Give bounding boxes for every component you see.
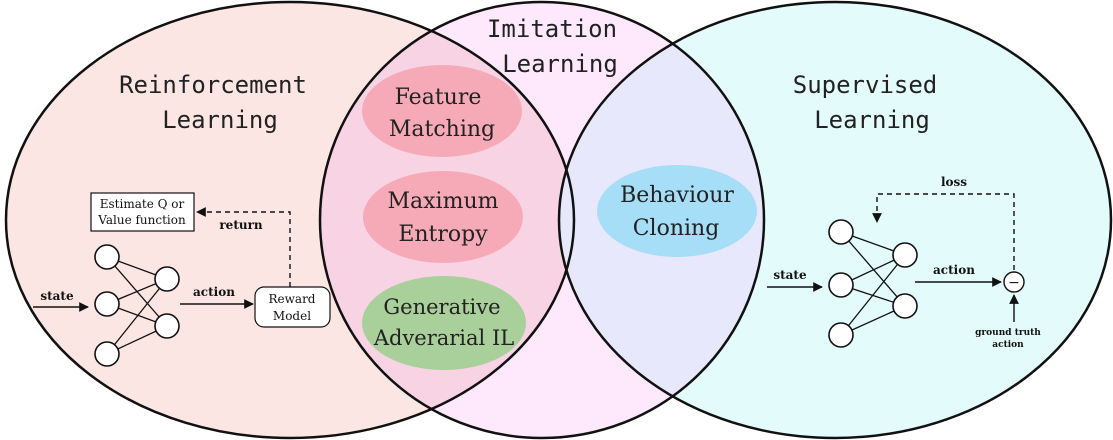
generative-adversarial-il-blob: [362, 276, 526, 370]
sl-state-label: state: [773, 268, 807, 282]
il-title-line1: Imitation: [487, 15, 617, 43]
il-sl-overlap: [559, 2, 764, 438]
estimate-line1: Estimate Q or: [100, 197, 185, 211]
behaviour-cloning-line1: Behaviour: [620, 183, 734, 208]
sl-title-line1: Supervised: [793, 71, 938, 99]
return-arrow: [196, 207, 291, 287]
rl-network-diagram: Estimate Q or Value function return stat…: [33, 192, 331, 367]
rl-input-node: [94, 341, 120, 367]
rl-title-line2: Learning: [162, 106, 278, 134]
sl-input-node: [828, 272, 854, 298]
behaviour-cloning-blob: [597, 165, 757, 257]
reward-line2: Model: [273, 309, 311, 323]
rl-state-label: state: [40, 289, 74, 303]
estimate-line2: Value function: [97, 213, 186, 227]
ground-truth-line2: action: [992, 340, 1024, 350]
sl-network-diagram: loss state action − ground truth action: [767, 175, 1041, 350]
loss-arrow: [872, 193, 1015, 270]
ground-truth-line1: ground truth: [975, 328, 1041, 338]
behaviour-cloning-line2: Cloning: [633, 216, 720, 241]
sl-output-node: [892, 242, 918, 268]
reward-model-box: [254, 286, 331, 328]
minus-symbol: −: [1008, 275, 1020, 291]
rl-input-node: [94, 291, 120, 317]
reward-line1: Reward: [269, 292, 316, 306]
feature-matching-blob: [362, 65, 522, 157]
sl-input-node: [828, 322, 854, 348]
generative-adversarial-line1: Generative: [383, 295, 500, 319]
maximum-entropy-line2: Entropy: [398, 222, 488, 247]
supervised-learning-outline: [557, 0, 1113, 440]
maximum-entropy-line1: Maximum: [388, 189, 499, 214]
il-title-line2: Learning: [502, 50, 618, 78]
feature-matching-line2: Matching: [389, 117, 495, 142]
sl-title-line2: Learning: [814, 106, 930, 134]
generative-adversarial-line2: Adverarial IL: [373, 326, 514, 350]
sl-output-node: [892, 293, 918, 319]
minus-node: [1003, 271, 1025, 293]
reinforcement-learning-outline: [4, 0, 576, 440]
imitation-learning-outline: [318, 0, 766, 440]
feature-matching-line1: Feature: [395, 85, 482, 110]
rl-output-node: [154, 266, 180, 292]
sl-action-label: action: [933, 263, 975, 277]
estimate-box: [90, 192, 195, 232]
sl-input-node: [828, 219, 854, 245]
return-label: return: [219, 218, 263, 232]
rl-input-node: [94, 244, 120, 270]
maximum-entropy-blob: [363, 171, 523, 263]
loss-label: loss: [941, 175, 967, 189]
rl-output-node: [154, 313, 180, 339]
rl-title-line1: Reinforcement: [119, 71, 307, 99]
rl-action-label: action: [193, 285, 235, 299]
